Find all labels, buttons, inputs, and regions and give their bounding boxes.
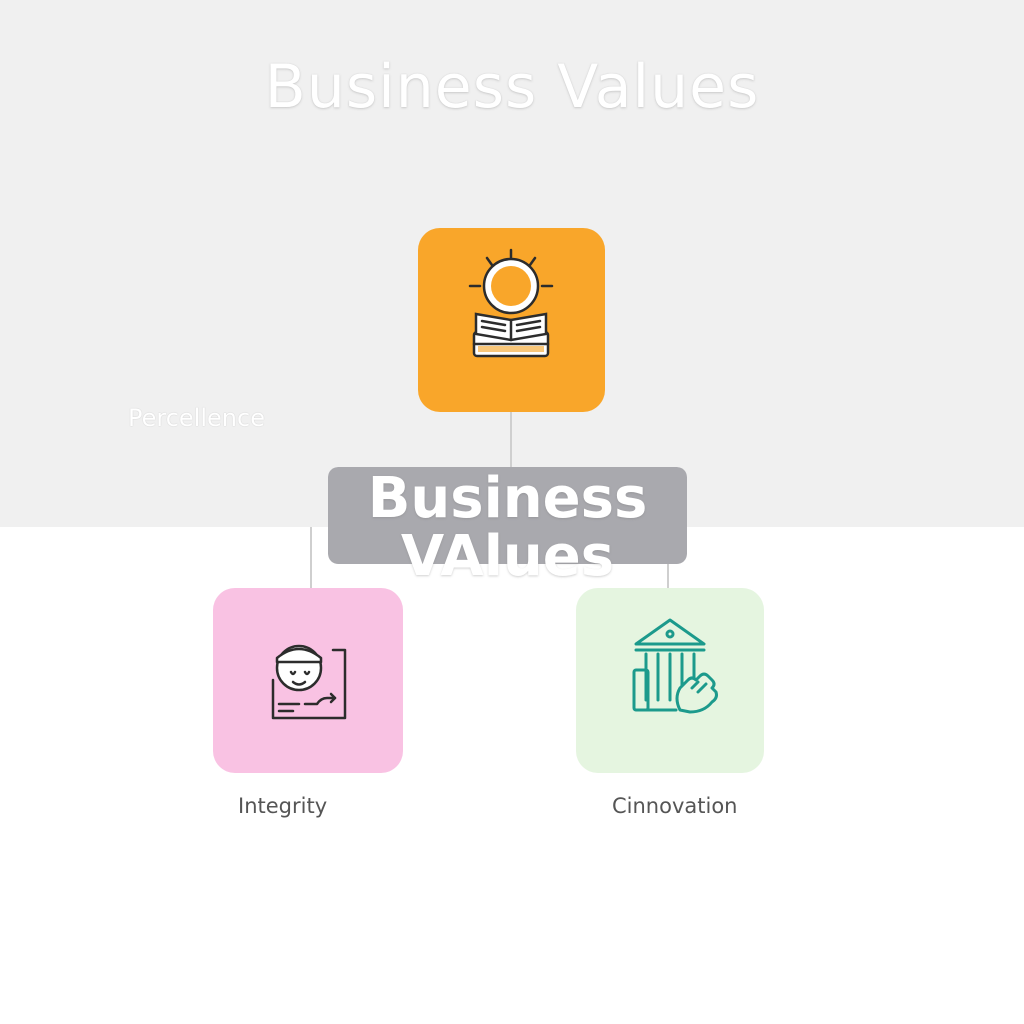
bank-hand-icon [632, 618, 718, 714]
value-node-innovation[interactable] [576, 588, 764, 773]
node-left-shape [213, 588, 403, 773]
value-node-integrity[interactable] [213, 588, 403, 773]
center-label-line1: Business [367, 466, 648, 531]
label-innovation: Cinnovation [612, 794, 738, 818]
center-label: Business VAlues [328, 470, 687, 586]
page-title: Business Values [264, 52, 760, 122]
label-integrity: Integrity [238, 794, 328, 818]
label-excellence: Percellence [128, 404, 265, 432]
lightbulb-book-icon [468, 248, 554, 358]
center-box-shape [328, 467, 687, 564]
center-box-bg [328, 467, 687, 564]
person-handshake-icon [271, 644, 347, 720]
center-label-line2: VAlues [400, 524, 615, 589]
node-right-shape [576, 588, 764, 773]
value-node-excellence[interactable] [418, 228, 605, 412]
node-top-shape [418, 228, 605, 412]
